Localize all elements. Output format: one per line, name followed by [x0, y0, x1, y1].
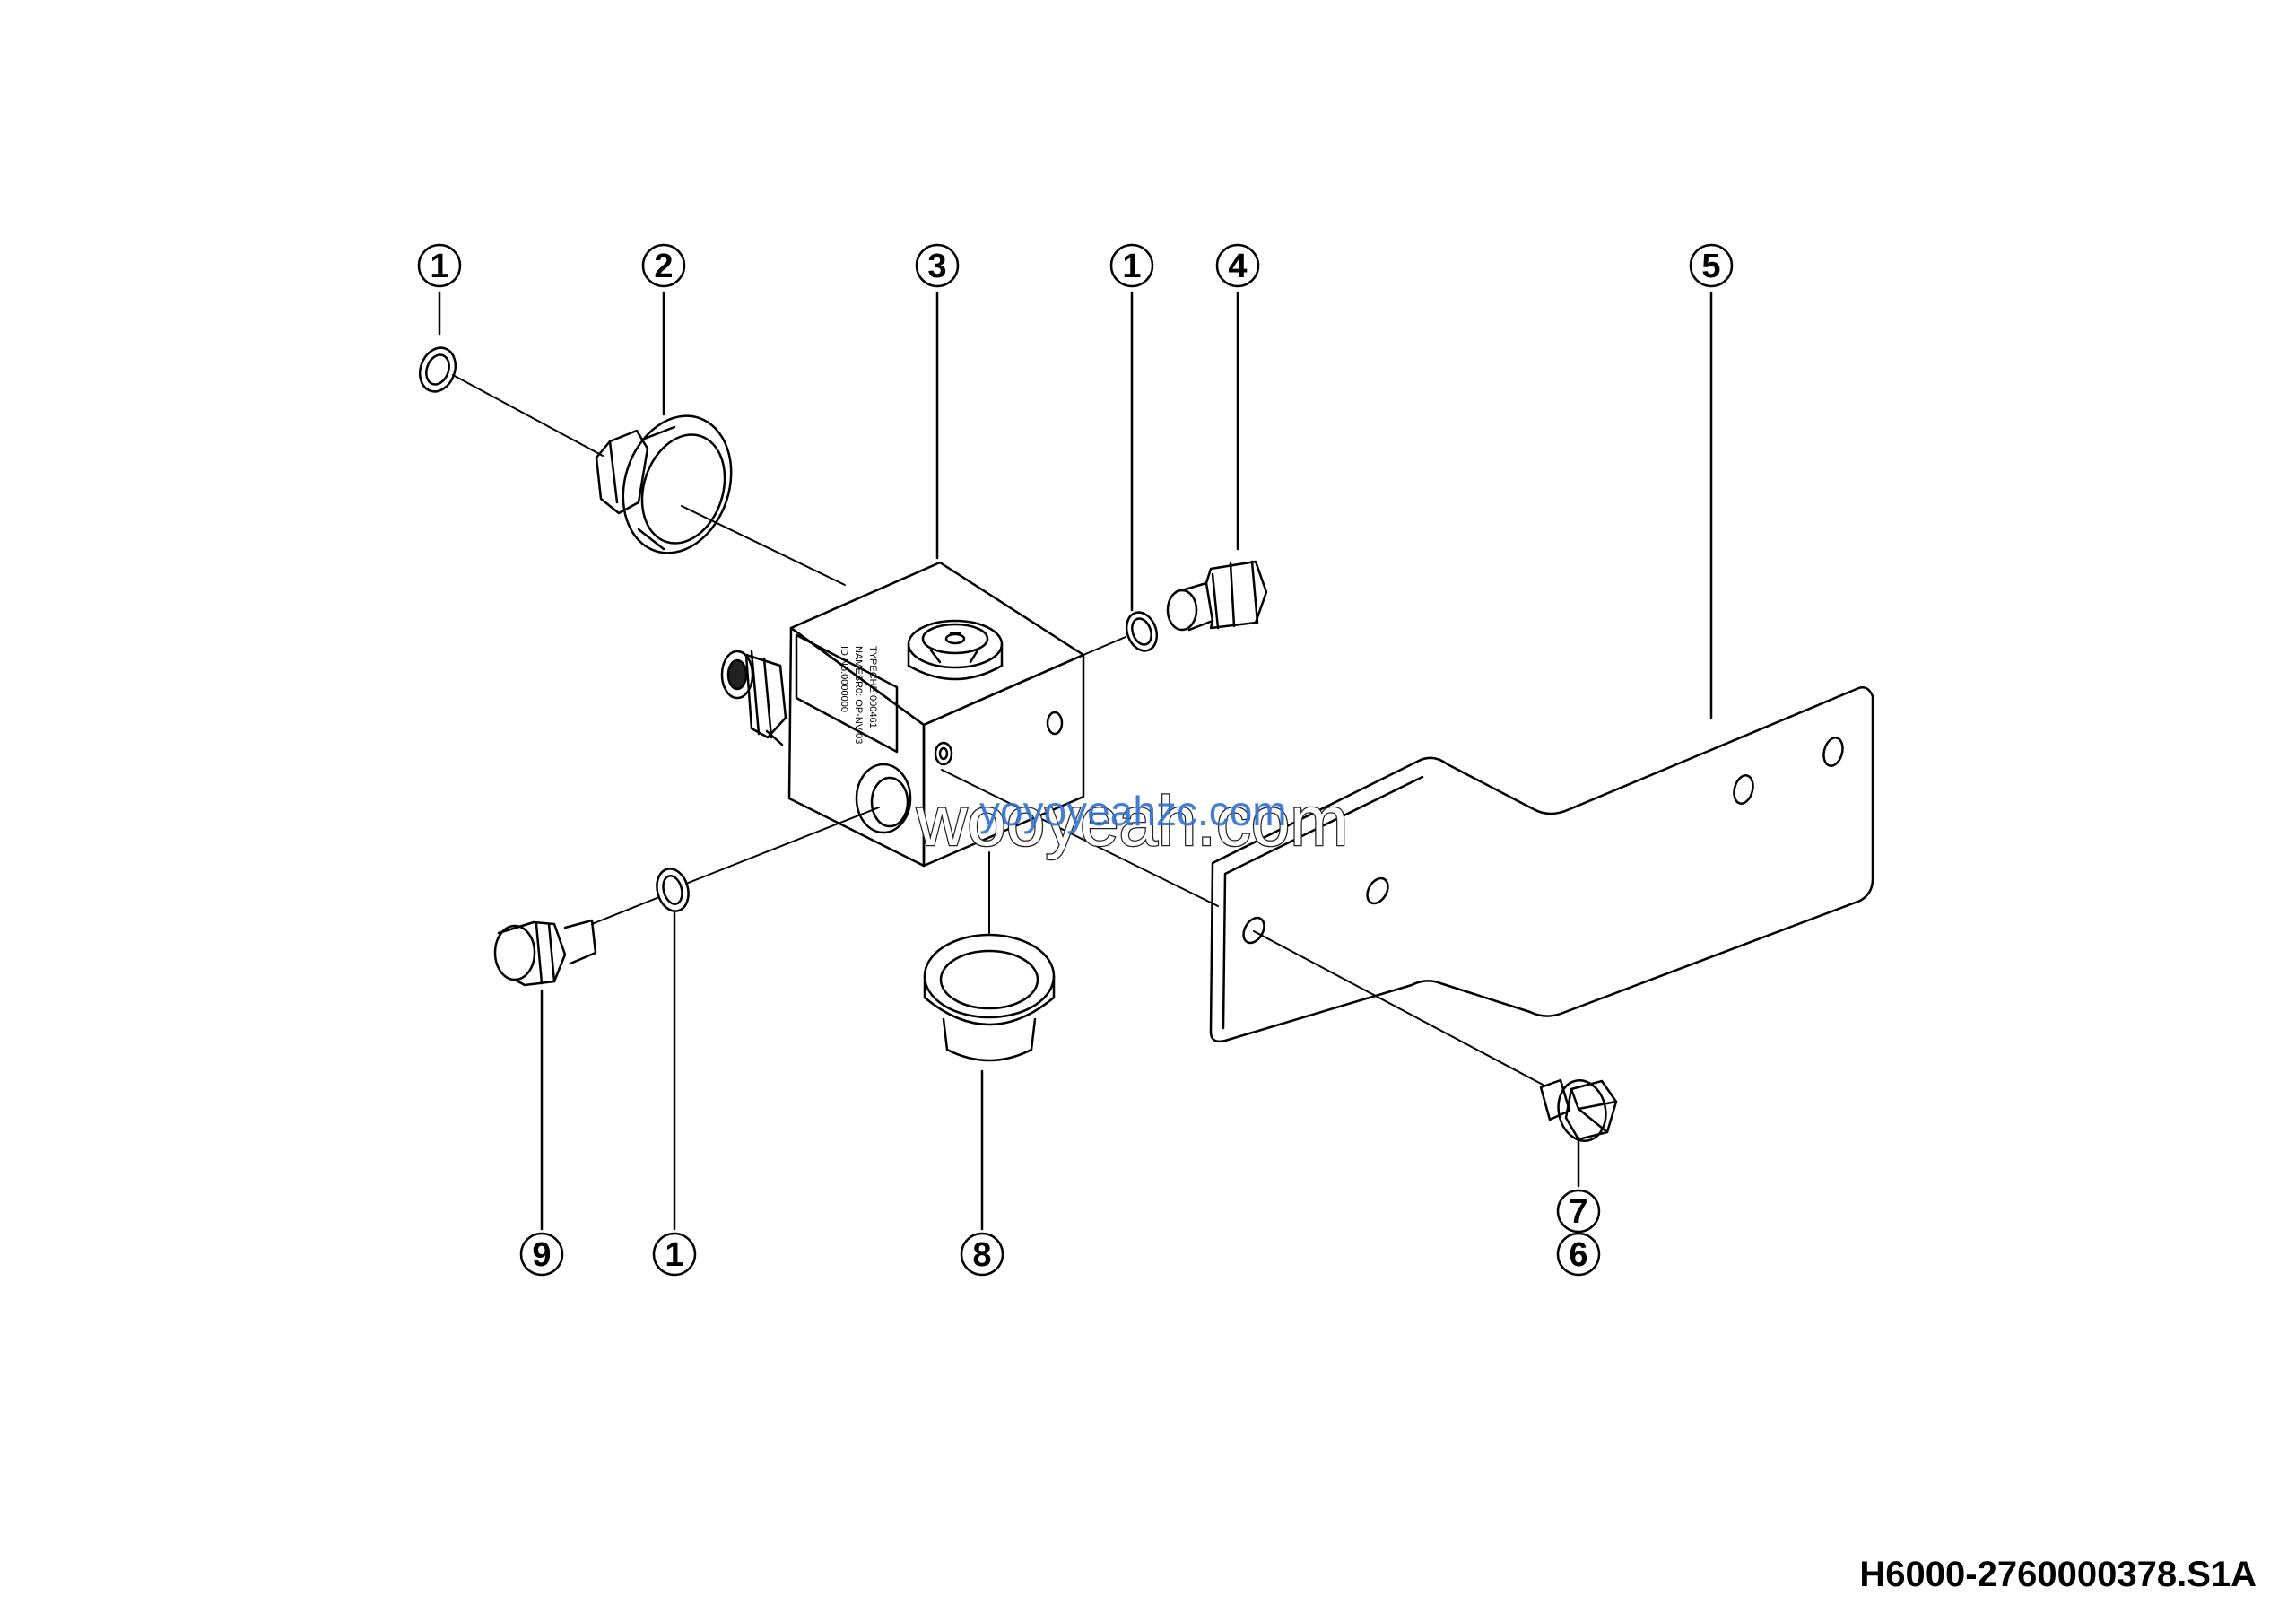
fitting-part-9 — [493, 919, 597, 987]
bracket-part-5 — [1209, 686, 1874, 1043]
callout-number-1b: 1 — [1122, 248, 1141, 285]
callout-circle-2 — [641, 243, 686, 288]
oring-part-1-top — [418, 346, 457, 393]
nameplate-line-2: NAMESR0: OP-NV-03 — [853, 646, 864, 744]
callout-number-7: 7 — [1569, 1193, 1587, 1231]
axis-line-plug-to-block — [681, 505, 846, 586]
axis-line-block-to-bracket — [941, 769, 1219, 907]
callout-circle-7 — [1556, 1189, 1601, 1234]
fitting-part-4 — [1166, 560, 1268, 632]
callout-number-1a: 1 — [430, 248, 448, 285]
callout-number-8: 8 — [972, 1236, 991, 1274]
plug-part-2 — [595, 414, 733, 554]
drawing-code: H6000-2760000378.S1A — [1859, 1555, 2257, 1594]
nameplate-line-3: ID No.0000000 — [839, 646, 849, 712]
callout-circle-1b — [1109, 243, 1154, 288]
callout-number-6: 6 — [1569, 1236, 1587, 1274]
callout-circle-4 — [1215, 243, 1260, 288]
callout-circle-5 — [1689, 243, 1734, 288]
valve-block-part-3 — [720, 561, 1085, 868]
callout-number-9: 9 — [532, 1236, 551, 1274]
axis-line-lower-left — [685, 807, 880, 885]
callout-number-5: 5 — [1701, 248, 1720, 285]
oring-part-1-right — [1125, 611, 1159, 652]
axis-line-oring-to-fitting9 — [591, 896, 660, 925]
callout-circle-9 — [519, 1232, 564, 1277]
callout-number-4: 4 — [1228, 248, 1247, 285]
nameplate-line-1: TYPECHE 000461 — [867, 646, 878, 728]
axis-line-oring-to-plug — [452, 374, 604, 457]
callout-number-1c: 1 — [665, 1236, 683, 1274]
axis-line-bracket-to-bolt — [1253, 930, 1545, 1086]
callout-circle-1c — [652, 1232, 697, 1277]
plug-part-8 — [923, 933, 1056, 1062]
callout-number-2: 2 — [654, 248, 673, 285]
callout-circle-8 — [960, 1232, 1004, 1277]
oring-part-1-bottom — [656, 868, 690, 912]
callout-circle-1a — [417, 243, 462, 288]
callout-circle-6 — [1556, 1232, 1601, 1277]
callout-number-3: 3 — [927, 248, 946, 285]
watermark-overlay: yoyoyeahzc.com — [979, 788, 1287, 834]
callout-circle-3 — [915, 243, 960, 288]
axis-line-block-to-oring — [1083, 636, 1126, 656]
watermark-main: wooyeah.com — [916, 781, 1348, 860]
bolt-part-6-7 — [1539, 1078, 1618, 1142]
